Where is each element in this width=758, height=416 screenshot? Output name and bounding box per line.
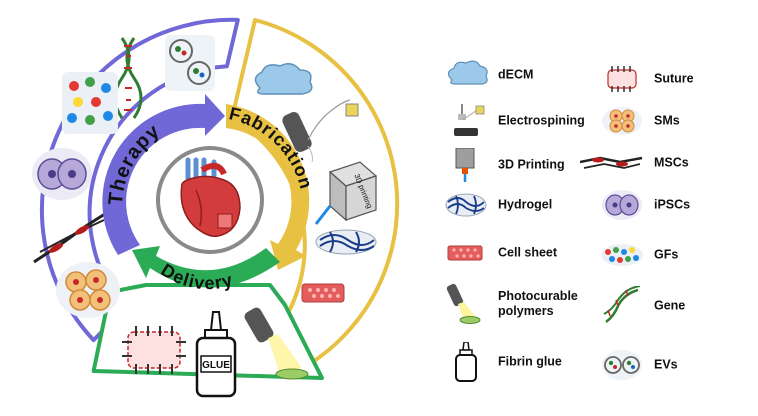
smooth-muscle-cells-icon	[56, 262, 120, 318]
legend-label-3d-printing: 3D Printing	[498, 157, 565, 172]
photocuring-lamp-icon	[244, 307, 309, 380]
fibrin-glue-bottle-icon: GLUE	[195, 311, 237, 398]
suture-patch-icon	[122, 326, 186, 374]
extracellular-vesicles-icon	[165, 35, 215, 91]
cell-sheet-icon	[301, 283, 345, 303]
mesenchymal-stem-cells-icon	[580, 156, 643, 169]
decm-cloud-icon	[447, 60, 488, 85]
growth-factors-dots-icon	[601, 244, 643, 266]
heart-icon	[180, 157, 241, 238]
electrospinning-icon	[454, 104, 485, 136]
cell-sheet-icon	[447, 245, 483, 261]
3d-printer-icon: 3D printing	[314, 161, 378, 225]
fabrication-arrow	[226, 104, 310, 270]
legend-label-gfs: GFs	[654, 247, 679, 262]
legend-label-electrospinning: Electrospining	[498, 113, 585, 128]
dna-gene-icon	[603, 286, 641, 323]
decm-cloud-icon	[254, 63, 313, 95]
legend-label-evs: EVs	[654, 357, 678, 372]
legend-label-photocurable-polymers: Photocurable polymers	[498, 289, 578, 318]
legend-label-cell-sheet: Cell sheet	[498, 245, 558, 260]
growth-factors-dots-icon	[62, 72, 118, 134]
legend-item-photocurable-polymers: Photocurable polymers	[444, 284, 578, 324]
extracellular-vesicles-icon	[602, 350, 642, 380]
treatment-wheel-diagram: 3D printing	[32, 17, 400, 398]
legend-item-mscs: MSCs	[580, 146, 720, 180]
hydrogel-mesh-icon	[315, 229, 377, 255]
ipsc-cells-icon	[32, 148, 92, 200]
legend-label-hydrogel: Hydrogel	[498, 197, 553, 212]
electrospinning-icon	[282, 99, 359, 163]
legend-label-sms: SMs	[654, 113, 680, 128]
legend-label-ipscs: iPSCs	[654, 197, 691, 212]
legend-label-fibrin-glue: Fibrin glue	[498, 354, 562, 369]
suture-patch-icon	[607, 66, 637, 92]
3d-printer-icon	[455, 148, 475, 182]
photocuring-lamp-icon	[446, 284, 481, 324]
hydrogel-mesh-icon	[445, 193, 487, 217]
legend-label-suture: Suture	[654, 71, 694, 86]
glue-bottle-label: GLUE	[202, 360, 230, 371]
ipsc-cells-icon	[602, 190, 642, 220]
legend-label-gene: Gene	[654, 298, 686, 313]
therapy-arrow	[102, 94, 225, 255]
delivery-arrow	[132, 246, 280, 288]
legend-label-decm: dECM	[498, 67, 534, 82]
smooth-muscle-cells-icon	[602, 107, 642, 135]
fibrin-glue-bottle-icon	[455, 342, 477, 382]
legend-label-mscs: MSCs	[654, 155, 689, 170]
mesenchymal-stem-cells-icon	[33, 210, 109, 264]
dna-gene-icon	[113, 37, 143, 119]
